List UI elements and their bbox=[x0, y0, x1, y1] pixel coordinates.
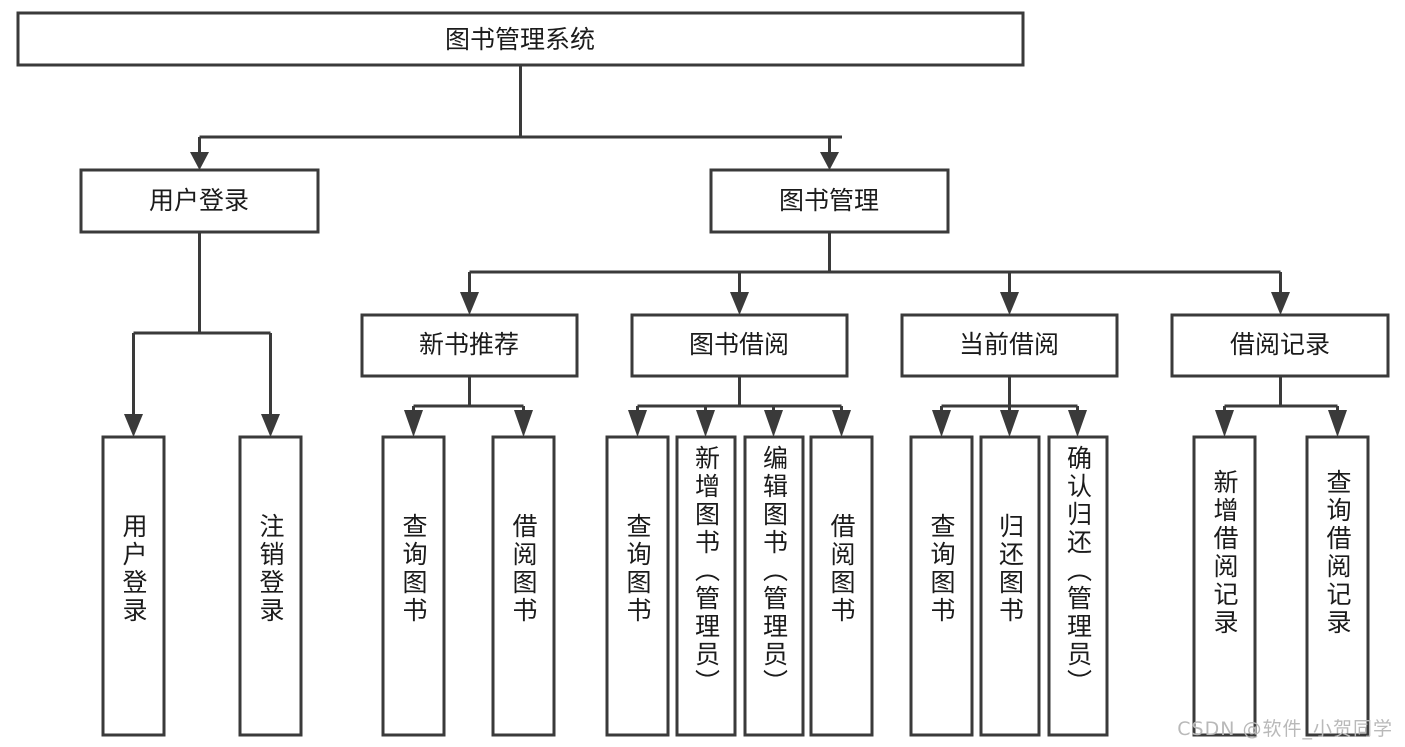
node-book-borrow[interactable] bbox=[630, 313, 849, 378]
node-leaf-query-book-1[interactable] bbox=[381, 435, 446, 737]
arrowhead-leaf-query-book-2 bbox=[628, 410, 647, 437]
label-borrow-record: 借阅记录 bbox=[1230, 330, 1330, 359]
arrowhead-leaf-query-book-1 bbox=[404, 410, 423, 437]
arrowhead-leaf-add-book bbox=[696, 410, 715, 437]
node-leaf-edit-book[interactable] bbox=[743, 435, 805, 737]
label-new-book-rec: 新书推荐 bbox=[419, 330, 519, 359]
node-leaf-query-book-3[interactable] bbox=[909, 435, 974, 737]
arrowhead-new-book-rec bbox=[460, 292, 479, 315]
node-current-borrow[interactable] bbox=[900, 313, 1119, 378]
arrowhead-leaf-user-login bbox=[124, 414, 143, 437]
arrowhead-leaf-borrow-book-1 bbox=[514, 410, 533, 437]
node-leaf-user-login[interactable] bbox=[101, 435, 166, 737]
node-user-login[interactable] bbox=[79, 168, 320, 234]
arrowhead-user-login bbox=[190, 152, 209, 170]
node-leaf-add-record[interactable] bbox=[1192, 435, 1257, 737]
arrowhead-book-manage bbox=[820, 152, 839, 170]
node-leaf-borrow-book-2[interactable] bbox=[809, 435, 874, 737]
arrowhead-book-borrow bbox=[730, 292, 749, 315]
node-box-group bbox=[16, 11, 1390, 737]
arrowhead-leaf-logout-login bbox=[261, 414, 280, 437]
watermark-text: CSDN @软件_小贺同学 bbox=[1177, 718, 1393, 740]
node-leaf-query-record[interactable] bbox=[1305, 435, 1370, 737]
node-book-manage[interactable] bbox=[709, 168, 950, 234]
node-leaf-logout-login[interactable] bbox=[238, 435, 303, 737]
label-book-borrow: 图书借阅 bbox=[689, 330, 789, 359]
arrowhead-borrow-record bbox=[1271, 292, 1290, 315]
connector-group bbox=[124, 65, 1347, 437]
arrowhead-current-borrow bbox=[1000, 292, 1019, 315]
arrowhead-leaf-confirm-return bbox=[1068, 410, 1087, 437]
label-user-login: 用户登录 bbox=[149, 186, 249, 215]
arrowhead-leaf-add-record bbox=[1215, 410, 1234, 437]
arrowhead-leaf-return-book bbox=[1000, 410, 1019, 437]
arrowhead-leaf-query-book-3 bbox=[932, 410, 951, 437]
node-borrow-record[interactable] bbox=[1170, 313, 1390, 378]
node-leaf-query-book-2[interactable] bbox=[605, 435, 670, 737]
label-book-manage: 图书管理 bbox=[779, 186, 879, 215]
node-leaf-borrow-book-1[interactable] bbox=[491, 435, 556, 737]
arrowhead-leaf-query-record bbox=[1328, 410, 1347, 437]
node-leaf-confirm-return[interactable] bbox=[1047, 435, 1109, 737]
arrowhead-leaf-borrow-book-2 bbox=[832, 410, 851, 437]
label-current-borrow: 当前借阅 bbox=[959, 330, 1059, 359]
node-root[interactable] bbox=[16, 11, 1025, 67]
node-leaf-add-book[interactable] bbox=[675, 435, 737, 737]
label-root: 图书管理系统 bbox=[445, 25, 595, 54]
horizontal-label-group: 图书管理系统 用户登录 图书管理 新书推荐 图书借阅 当前借阅 借阅记录 bbox=[149, 25, 1330, 359]
node-new-book-rec[interactable] bbox=[360, 313, 579, 378]
arrowhead-leaf-edit-book bbox=[764, 410, 783, 437]
node-leaf-return-book[interactable] bbox=[979, 435, 1041, 737]
